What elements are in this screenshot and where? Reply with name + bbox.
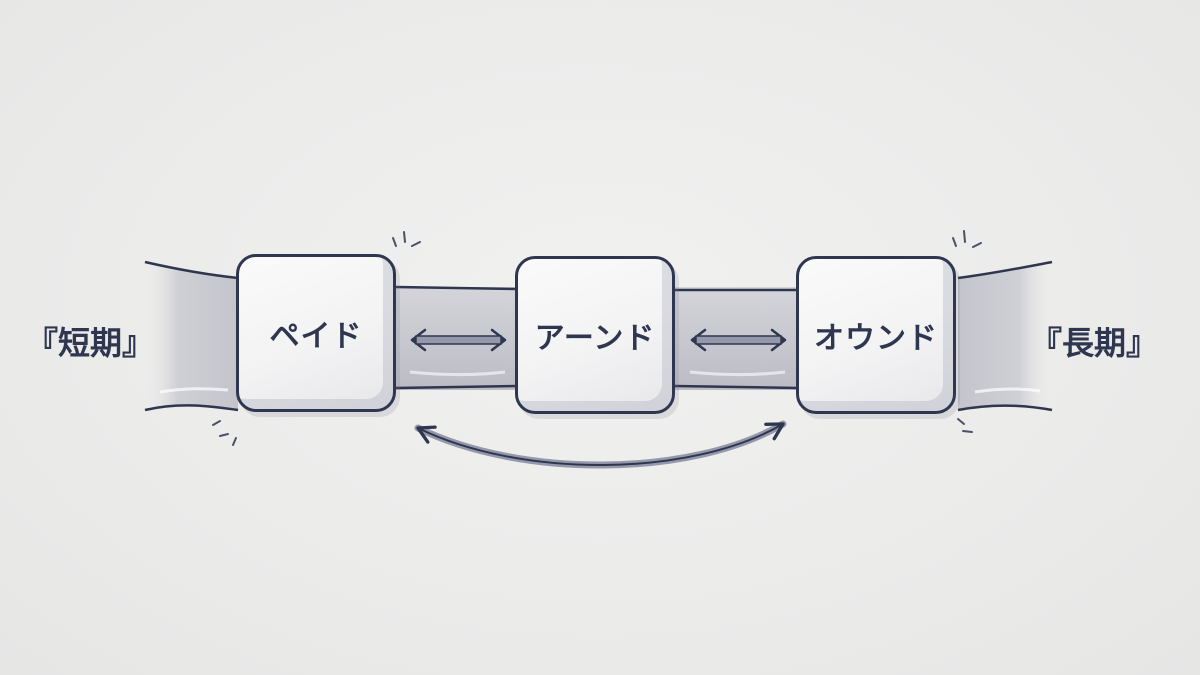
node-earned: アーンド <box>515 256 675 414</box>
band-right <box>957 260 1053 412</box>
arrow-paid-owned-curve <box>414 420 787 469</box>
label-long-term: 『長期』 <box>1030 324 1159 362</box>
node-paid-label: ペイド <box>269 319 363 354</box>
node-owned-label: オウンド <box>814 321 938 356</box>
node-earned-label: アーンド <box>534 321 656 356</box>
band-left <box>144 260 239 412</box>
node-paid: ペイド <box>236 254 396 412</box>
label-short-term: 『短期』 <box>26 324 155 362</box>
sparkle-marks <box>212 230 982 446</box>
arrow-earned-owned <box>690 328 787 352</box>
arrow-paid-earned <box>410 328 507 352</box>
node-owned: オウンド <box>796 256 956 414</box>
